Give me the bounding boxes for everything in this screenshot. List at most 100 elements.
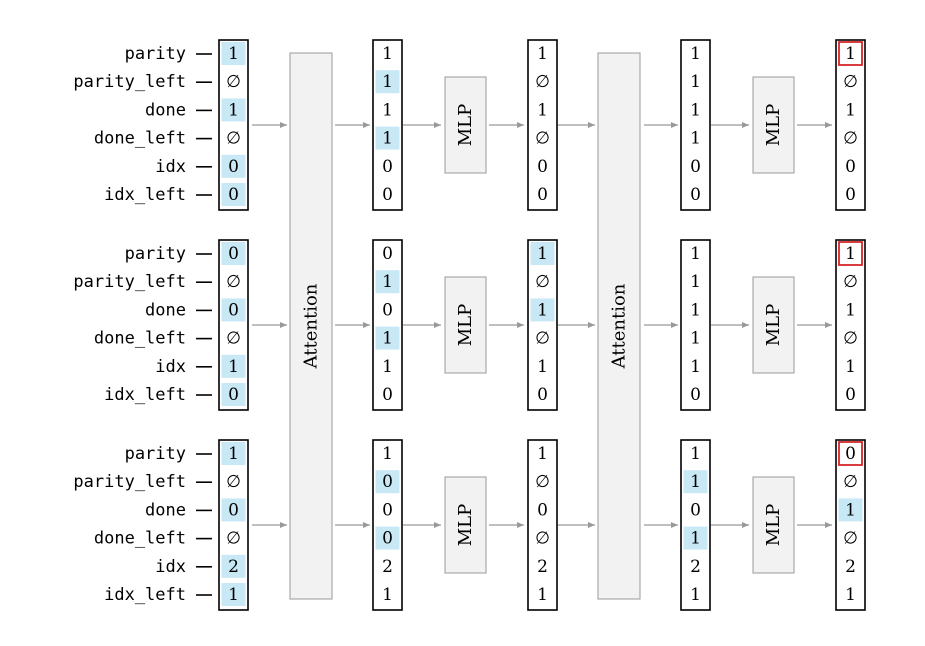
column-after_mlp1-row-3: 1∅0∅21 — [527, 439, 558, 611]
cell-value: 0 — [382, 244, 393, 264]
cell-value: 1 — [845, 500, 856, 520]
cell-value: 1 — [382, 272, 393, 292]
value-highlight — [221, 354, 246, 378]
attention-block-1: Attention — [289, 52, 333, 600]
cell-value: 0 — [382, 300, 393, 320]
field-label-done: done — [145, 300, 186, 320]
field-label-parity-left: parity_left — [73, 472, 186, 492]
cell-value: 0 — [690, 500, 701, 520]
cell-value: 1 — [537, 44, 548, 64]
cell-value: 2 — [382, 557, 393, 577]
cell-value: 1 — [537, 585, 548, 605]
cell-value: ∅ — [535, 329, 550, 349]
cell-value: ∅ — [843, 272, 858, 292]
cell-value: 0 — [382, 385, 393, 405]
column-after_mlp1-row-2: 1∅1∅10 — [527, 239, 558, 411]
mlp-block-2-row-2: MLP — [752, 276, 795, 374]
field-label-parity: parity — [125, 244, 186, 264]
cell-value: 1 — [845, 585, 856, 605]
cell-value: 0 — [382, 500, 393, 520]
cell-value: ∅ — [843, 472, 858, 492]
cell-value: 1 — [382, 444, 393, 464]
cell-value: 1 — [690, 244, 701, 264]
column-border — [835, 39, 866, 211]
column-border — [218, 239, 249, 411]
value-highlight — [375, 470, 400, 494]
columns-layer: 1∅1∅001111001∅1∅001111001∅1∅000∅0∅100101… — [218, 39, 866, 611]
cell-value: 1 — [382, 585, 393, 605]
cell-value: 1 — [382, 72, 393, 92]
cell-value: 1 — [537, 100, 548, 120]
cell-value: 1 — [228, 585, 239, 605]
cell-value: 2 — [537, 557, 548, 577]
cell-value: ∅ — [843, 529, 858, 549]
column-border — [680, 239, 711, 411]
field-label-done-left: done_left — [94, 329, 186, 349]
field-label-done-left: done_left — [94, 129, 186, 149]
cell-value: ∅ — [226, 272, 241, 292]
column-border — [680, 439, 711, 611]
value-highlight — [375, 70, 400, 94]
mlp-block-1-row-1: MLP — [444, 76, 487, 174]
column-border — [527, 39, 558, 211]
cell-value: 0 — [228, 157, 239, 177]
cell-value: 0 — [382, 157, 393, 177]
cell-value: 1 — [690, 129, 701, 149]
cell-value: ∅ — [535, 272, 550, 292]
column-border — [372, 439, 403, 611]
column-input-row-2: 0∅0∅10 — [218, 239, 249, 411]
cell-value: 0 — [845, 157, 856, 177]
cell-value: 2 — [228, 557, 239, 577]
attention-block-2-label: Attention — [609, 283, 630, 369]
cell-value: 0 — [228, 500, 239, 520]
mlp-block-2-row-1-box — [752, 76, 795, 174]
mlp-block-1-row-1-label: MLP — [455, 104, 476, 147]
attention-block-2-box — [597, 52, 641, 600]
cell-value: 1 — [382, 329, 393, 349]
column-input-row-3: 1∅0∅21 — [218, 439, 249, 611]
field-label-parity-left: parity_left — [73, 272, 186, 292]
cell-value: 2 — [690, 557, 701, 577]
mlp-block-2-row-3-label: MLP — [763, 504, 784, 547]
cell-value: ∅ — [226, 529, 241, 549]
value-highlight — [683, 526, 708, 550]
cell-value: 1 — [690, 272, 701, 292]
cell-value: ∅ — [535, 472, 550, 492]
column-output-row-1: 1∅1∅00 — [835, 39, 866, 211]
cell-value: 1 — [690, 100, 701, 120]
column-border — [835, 439, 866, 611]
value-highlight — [530, 242, 555, 265]
cell-value: ∅ — [535, 72, 550, 92]
value-highlight — [221, 498, 246, 522]
attention-block-1-box — [289, 52, 333, 600]
cell-value: 0 — [845, 444, 856, 464]
cell-value: ∅ — [535, 129, 550, 149]
mlp-block-1-row-2-box — [444, 276, 487, 374]
cell-value: 1 — [690, 529, 701, 549]
column-border — [527, 239, 558, 411]
column-border — [218, 39, 249, 211]
mlp-block-2-row-3-box — [752, 476, 795, 574]
value-highlight — [375, 270, 400, 294]
cell-value: 1 — [845, 100, 856, 120]
cell-value: 1 — [537, 244, 548, 264]
column-border — [527, 439, 558, 611]
cell-value: 1 — [845, 357, 856, 377]
mlp-block-1-row-3-label: MLP — [455, 504, 476, 547]
value-highlight — [221, 183, 246, 206]
cell-value: 0 — [690, 157, 701, 177]
cell-value: 0 — [845, 385, 856, 405]
value-highlight — [221, 298, 246, 322]
mlp-block-2-row-2-label: MLP — [763, 304, 784, 347]
cell-value: 1 — [690, 585, 701, 605]
cell-value: 1 — [690, 357, 701, 377]
value-highlight — [375, 526, 400, 550]
field-label-done: done — [145, 100, 186, 120]
mlp-block-1-row-3-box — [444, 476, 487, 574]
mlp-block-2-row-3: MLP — [752, 476, 795, 574]
cell-value: 1 — [537, 357, 548, 377]
cell-value: 1 — [690, 300, 701, 320]
value-highlight — [221, 242, 246, 265]
